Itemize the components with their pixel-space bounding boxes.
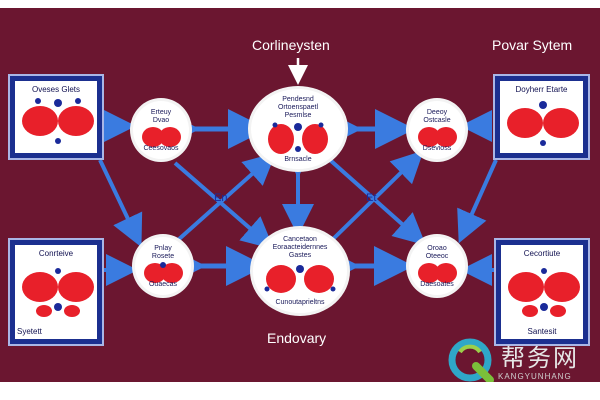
box-bottom-right: Cecortiute Santesit	[494, 238, 590, 346]
circle-center-top-caption: Brnsacle	[284, 156, 312, 163]
diagram-canvas: Corlineysten Povar Sytem Endovary En Et …	[0, 8, 600, 382]
cross-label-right: Et	[366, 192, 377, 204]
title-top-right: Povar Sytem	[492, 37, 573, 53]
organ-illustration	[507, 101, 579, 146]
watermark: 帮务网 KANGYUNHANG	[446, 336, 600, 382]
circle-center-bottom-caption: Cunoutaprieltns	[275, 299, 325, 306]
circle-center-bottom: Cancetaon Eoraacteidernnes Gastes Cunout…	[250, 226, 350, 316]
circle-center-bottom-line3: Gastes	[288, 252, 312, 259]
circle-left-top-line1: Erteuy	[150, 109, 172, 116]
watermark-subtext: KANGYUNHANG	[498, 372, 572, 381]
organ-illustration	[144, 262, 183, 283]
organ-illustration	[418, 127, 457, 147]
box-top-left-label: Oveses Glets	[31, 85, 80, 94]
circle-left-top-line2: Dvao	[152, 117, 170, 124]
title-bottom-center: Endovary	[267, 330, 327, 346]
box-top-right-panel: Doyherr Etarte	[500, 81, 583, 153]
circle-center-bottom-line1: Cancetaon	[283, 236, 317, 243]
circle-right-bottom-line1: Oroao	[427, 245, 447, 252]
organ-illustration	[264, 265, 336, 293]
circle-right-top: Deeoy Ostcasle Dsevioss	[406, 98, 468, 162]
organ-illustration	[22, 98, 94, 144]
circle-right-bottom-caption: Daesoates	[420, 281, 454, 288]
connector-layer	[98, 58, 498, 286]
organ-illustration	[22, 268, 94, 317]
circle-center-bottom-line2: Eoraacteidernnes	[272, 244, 328, 251]
circle-right-bottom-line2: Oteeoc	[425, 253, 449, 260]
organ-illustration	[142, 127, 181, 147]
circle-left-bottom-caption: Ouaecas	[148, 281, 178, 288]
circle-left-bottom-line1: Pnlay	[154, 245, 172, 252]
circle-left-top: Erteuy Dvao Ceesovaos	[130, 98, 192, 162]
box-bottom-left-panel: Conrteive Syetett	[15, 245, 97, 339]
arrow-diagonal-left-up	[176, 152, 276, 242]
circle-right-top-caption: Dsevioss	[422, 145, 452, 152]
circle-right-top-line1: Deeoy	[426, 109, 448, 116]
box-bottom-right-caption: Santesit	[527, 327, 557, 336]
circle-left-top-caption: Ceesovaos	[143, 145, 179, 152]
circle-right-top-line2: Ostcasle	[423, 117, 451, 124]
box-bottom-right-label: Cecortiute	[523, 249, 561, 258]
box-bottom-left-label: Conrteive	[38, 249, 74, 258]
box-top-right: Doyherr Etarte	[493, 74, 590, 160]
watermark-text: 帮务网	[501, 344, 579, 372]
box-top-right-label: Doyherr Etarte	[515, 85, 568, 94]
arrow-box-tr-to-right-bottom	[457, 159, 498, 244]
arrow-box-tl-to-left-bottom	[98, 159, 143, 248]
circle-center-top-line1: Pendesnd	[282, 96, 314, 103]
title-top-center: Corlineysten	[252, 37, 330, 53]
watermark-logo-icon	[448, 338, 494, 382]
circle-center-top-line2: Ortoenspaetl	[277, 104, 319, 111]
organ-illustration	[508, 268, 580, 317]
circle-left-bottom-line2: Rosete	[151, 253, 175, 260]
cross-label-left: En	[214, 192, 228, 204]
box-top-left-panel: Oveses Glets	[15, 81, 97, 153]
box-bottom-left-caption: Syetett	[17, 327, 42, 336]
organ-illustration	[268, 122, 328, 154]
organ-illustration	[418, 263, 457, 283]
box-top-left: Oveses Glets	[8, 74, 104, 160]
circle-right-bottom: Oroao Oteeoc Daesoates	[406, 234, 468, 298]
circle-center-top-line3: Pesmlse	[284, 112, 312, 119]
box-bottom-right-panel: Cecortiute Santesit	[501, 245, 583, 339]
arrow-diagonal-right-up	[328, 150, 424, 244]
circle-left-bottom: Pnlay Rosete Ouaecas	[132, 234, 194, 298]
box-bottom-left: Conrteive Syetett	[8, 238, 104, 346]
circle-center-top: Pendesnd Ortoenspaetl Pesmlse Brnsacle	[248, 86, 348, 172]
